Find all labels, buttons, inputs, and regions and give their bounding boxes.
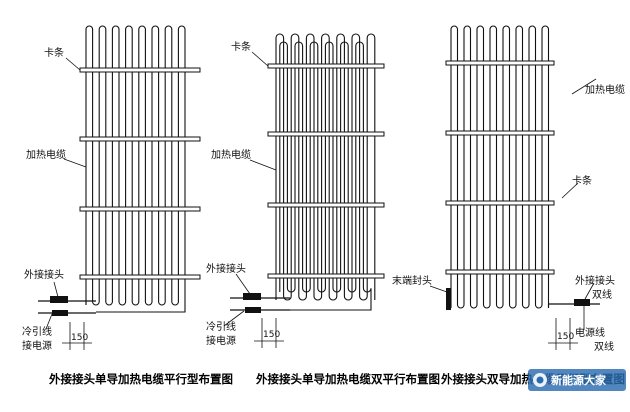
leader-cold [45, 313, 53, 330]
leader-cold [223, 310, 245, 327]
cable-run-outer [275, 33, 376, 301]
clip-strip-1 [267, 63, 385, 69]
label-twin-wire-1: 双线 [592, 288, 612, 301]
dimension-150: 150 [62, 322, 92, 350]
clip-strip-2 [267, 131, 385, 137]
power-connector-block [52, 310, 68, 316]
diagram-1: 卡条 加热电缆 外接接头 冷引线 接电源 150 外接接头单导加热电缆平行型布置… [22, 25, 233, 386]
label-power-line: 电源线 [575, 326, 605, 339]
clip-strip-1 [445, 60, 555, 66]
watermark-logo-dot [536, 376, 544, 384]
label-clip: 卡条 [44, 46, 64, 59]
label-heating-cable: 加热电缆 [211, 148, 251, 161]
label-cold-lead: 冷引线 [22, 325, 52, 338]
clip-strip-3 [445, 200, 555, 206]
heating-cable-double-serpentine [275, 33, 376, 311]
dimension-150: 150 [254, 318, 284, 348]
clip-strips [267, 63, 385, 279]
diagram-3: 加热电缆 卡条 末端封头 外接接头 双线 电源线 双线 150 外接接头双导加热… [392, 25, 626, 391]
cable-run-inner [279, 41, 372, 293]
cable-run [85, 25, 186, 306]
clip-strips [79, 67, 201, 280]
dimension-text: 150 [71, 333, 88, 343]
leader-clip [65, 57, 81, 71]
twin-heating-cable-serpentine [450, 25, 550, 309]
clip-strips [445, 60, 555, 275]
label-power: 接电源 [22, 339, 52, 352]
clip-strip-2 [445, 130, 555, 136]
cable-return [96, 305, 186, 313]
caption-diagram-1: 外接接头单导加热电缆平行型布置图 [48, 372, 233, 386]
leader-cable [63, 158, 87, 168]
cable-return [290, 292, 372, 311]
label-external-joint: 外接接头 [206, 262, 246, 275]
external-joint-block [50, 296, 68, 303]
watermark-bg [528, 369, 626, 391]
label-end-seal: 末端封头 [392, 274, 432, 287]
dimension-text: 150 [557, 332, 574, 342]
end-seal-block [446, 288, 451, 310]
clip-strip-4 [267, 273, 385, 279]
leader-cable [249, 159, 277, 171]
power-connector-block [245, 307, 261, 313]
clip-strip-2 [79, 136, 201, 142]
label-external-joint: 外接接头 [24, 268, 64, 281]
label-cold-lead: 冷引线 [206, 320, 236, 333]
label-heating-cable: 加热电缆 [585, 83, 625, 96]
diagram-2: 卡条 加热电缆 外接接头 冷引线 接电源 150 外接接头单导加热电缆双平行布置… [206, 33, 440, 386]
label-power: 接电源 [206, 334, 236, 347]
label-clip: 卡条 [572, 174, 592, 187]
leader-joint [235, 273, 251, 295]
clip-strip-4 [79, 274, 201, 280]
dimension-text: 150 [263, 330, 280, 340]
label-clip: 卡条 [231, 40, 251, 53]
external-joint-block [574, 299, 590, 306]
label-twin-wire-2: 双线 [594, 340, 614, 353]
leader-clip [251, 51, 269, 67]
clip-strip-4 [445, 269, 555, 275]
caption-diagram-2: 外接接头单导加热电缆双平行布置图 [255, 372, 440, 386]
external-joint-block [243, 293, 261, 300]
label-heating-cable: 加热电缆 [26, 148, 66, 161]
clip-strip-3 [267, 202, 385, 208]
watermark-text: 新能源大家 [551, 373, 607, 387]
clip-strip-3 [79, 206, 201, 212]
clip-strip-1 [79, 67, 201, 73]
dimension-150: 150 [548, 318, 578, 350]
label-external-joint: 外接接头 [575, 274, 615, 287]
leader-clip [561, 182, 579, 199]
leader-joint [53, 281, 59, 298]
watermark: 新能源大家 [528, 369, 626, 391]
leader-end-seal [429, 285, 448, 293]
leader-joint [584, 282, 595, 300]
twin-cable-run [450, 25, 550, 309]
leader-cable [571, 78, 597, 95]
